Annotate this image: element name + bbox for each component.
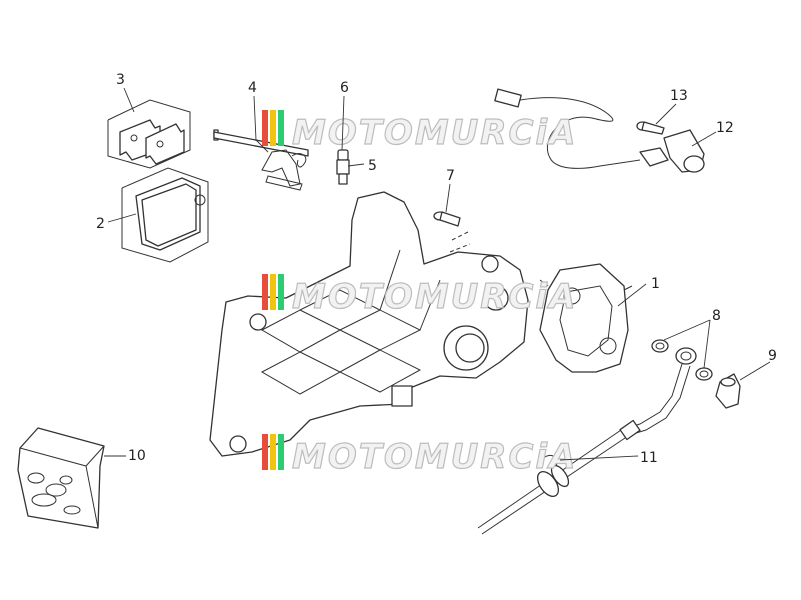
part-9-fitting [715, 373, 741, 409]
part-12-sensor [494, 88, 705, 173]
callout-2: 2 [96, 216, 105, 232]
part-11-brake-hose [477, 347, 697, 535]
callout-1: 1 [651, 276, 660, 292]
callout-13: 13 [670, 88, 688, 104]
callout-9: 9 [768, 348, 777, 364]
part-2-brake-pads [121, 167, 209, 263]
part-8-washers [651, 339, 713, 381]
callout-11: 11 [640, 450, 658, 466]
watermark-1: MOTOMURCiA [262, 110, 577, 154]
watermark-text: MOTOMURCiA [292, 277, 577, 317]
part-4-pin-clips [213, 129, 309, 191]
caliper-bracket [209, 191, 529, 457]
callout-10: 10 [128, 448, 146, 464]
callout-8: 8 [712, 308, 721, 324]
callout-3: 3 [116, 72, 125, 88]
part-7-bolt [433, 211, 471, 263]
callout-6: 6 [340, 80, 349, 96]
part-3-pad-clips [107, 99, 191, 169]
callout-7: 7 [446, 168, 455, 184]
leader-lines [104, 87, 771, 461]
watermark-3: MOTOMURCiA [262, 434, 577, 478]
callout-12: 12 [716, 120, 734, 136]
callout-4: 4 [248, 80, 257, 96]
part-1-caliper [539, 263, 633, 373]
watermark-text: MOTOMURCiA [292, 113, 577, 153]
part-5-6-bleeder [336, 149, 350, 185]
watermark-text: MOTOMURCiA [292, 437, 577, 477]
part-10-parts-bag [17, 427, 105, 529]
callout-5: 5 [368, 158, 377, 174]
watermark-2: MOTOMURCiA [262, 274, 577, 318]
part-13-screw [636, 121, 665, 135]
